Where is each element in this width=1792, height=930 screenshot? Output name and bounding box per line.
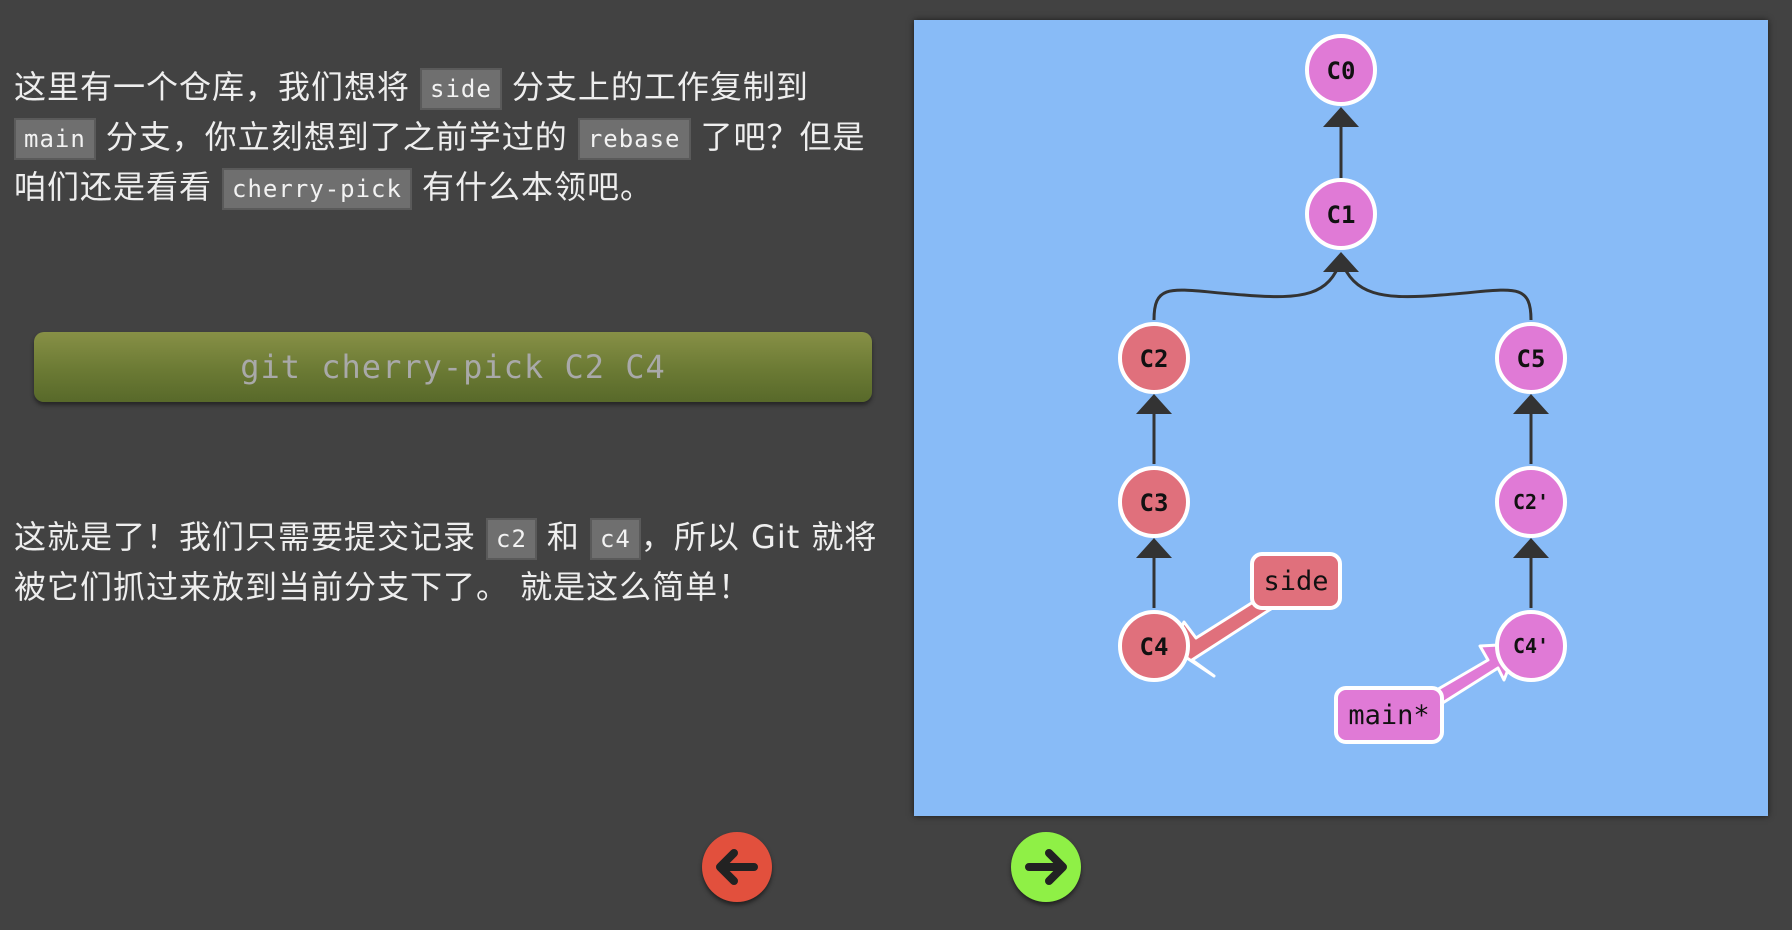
commit-c4[interactable] — [1118, 610, 1190, 682]
commit-c3[interactable] — [1118, 466, 1190, 538]
code-c4: c4 — [589, 518, 641, 560]
commit-c2[interactable] — [1118, 322, 1190, 394]
commit-c4-label: C4 — [1140, 633, 1169, 661]
command-text: git cherry-pick C2 C4 — [240, 348, 666, 386]
outro-text-2: 和 — [546, 518, 580, 556]
arrowhead-c1 — [1323, 252, 1359, 272]
commit-c1-label: C1 — [1327, 201, 1356, 229]
commit-c1[interactable] — [1305, 178, 1377, 250]
intro-text-3: 分支，你立刻想到了之前学过的 — [105, 118, 568, 156]
main-branch-label-box[interactable] — [1334, 686, 1444, 744]
commit-c2-prime-label: C2' — [1513, 490, 1549, 514]
previous-button[interactable] — [702, 832, 772, 902]
commit-c2-label: C2 — [1140, 345, 1169, 373]
arrowhead-c3 — [1136, 538, 1172, 558]
code-rebase: rebase — [577, 118, 691, 160]
run-command-button[interactable]: git cherry-pick C2 C4 — [34, 332, 872, 402]
next-button[interactable] — [1011, 832, 1081, 902]
commit-c0[interactable] — [1305, 34, 1377, 106]
side-branch-label: side — [1263, 566, 1328, 597]
edge-c5-c1 — [1339, 259, 1533, 321]
commit-c5-label: C5 — [1517, 345, 1546, 373]
commit-c4-prime[interactable] — [1495, 610, 1567, 682]
arrowhead-c2 — [1136, 394, 1172, 414]
commit-c3-label: C3 — [1140, 489, 1169, 517]
arrowhead-c0 — [1323, 107, 1359, 127]
edge-c2-c1 — [1152, 259, 1343, 321]
code-main: main — [14, 118, 96, 160]
commit-c2-prime[interactable] — [1495, 466, 1567, 538]
code-side: side — [420, 68, 502, 110]
main-branch-label: main* — [1348, 700, 1429, 731]
commit-c5[interactable] — [1495, 322, 1567, 394]
git-graph-svg: C0 C1 C2 C3 C4 C5 C2' C4' side main* — [1118, 34, 1567, 744]
outro-text-3: ，所以 Git 就将被它们抓过来放到当前分支下了。 就是这么简单！ — [14, 518, 878, 606]
code-c2: c2 — [486, 518, 537, 560]
intro-text-5: 有什么本领吧。 — [421, 168, 653, 206]
arrow-left-icon — [716, 849, 758, 885]
outro-text-1: 这就是了！我们只需要提交记录 — [14, 518, 477, 556]
arrowhead-c5 — [1513, 394, 1549, 414]
commit-c4-prime-label: C4' — [1513, 634, 1549, 658]
intro-text-1: 这里有一个仓库，我们想将 — [14, 68, 411, 106]
intro-text-4: 了吧？但是咱们还是看看 — [14, 118, 866, 206]
git-graph-visualization: C0 C1 C2 C3 C4 C5 C2' C4' side main* — [914, 20, 1768, 816]
arrow-right-icon — [1025, 849, 1067, 885]
arrowhead-c2p — [1513, 538, 1549, 558]
intro-text-2: 分支上的工作复制到 — [511, 68, 809, 106]
code-cherry-pick: cherry-pick — [222, 168, 412, 210]
side-branch-label-box[interactable] — [1250, 552, 1342, 610]
commit-c0-label: C0 — [1327, 57, 1356, 85]
